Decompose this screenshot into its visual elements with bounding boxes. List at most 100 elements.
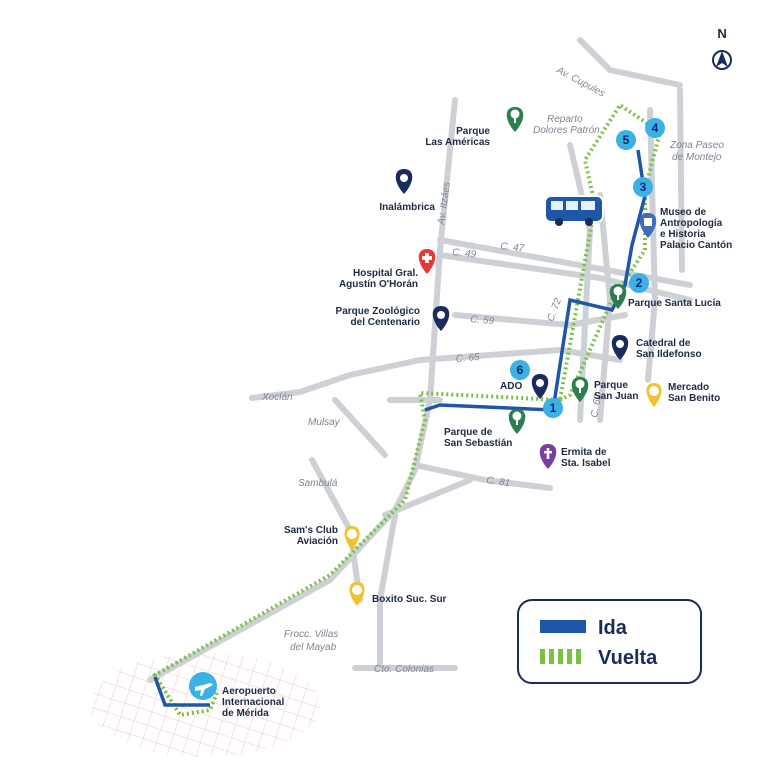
street-label-c81: C. 81	[486, 475, 511, 489]
street-label-mulsay: Mulsay	[308, 417, 341, 428]
north-label: N	[717, 26, 726, 41]
poi-label-zoologico: Parque Zoológico	[336, 306, 420, 317]
poi-label-catedral: San Ildefonso	[636, 349, 702, 360]
street-label-fracc-2: del Mayab	[290, 642, 337, 653]
poi-santa-lucia: Parque Santa Lucía	[609, 284, 721, 309]
poi-label-las-americas: Parque	[456, 126, 490, 137]
map-pin-icon	[531, 374, 549, 399]
stop-marker	[645, 118, 665, 138]
road-c62	[597, 192, 613, 423]
street-label-c72: C. 72	[545, 296, 564, 323]
street-label-c62: C. 62	[589, 393, 604, 419]
stop-number: 5	[623, 133, 630, 147]
street-label-dolores: Dolores Patrón	[533, 125, 600, 136]
poi-label-sams: Aviación	[297, 536, 338, 547]
north-arrow-icon	[712, 50, 732, 70]
poi-boxito: Boxito Suc. Sur	[349, 582, 447, 606]
road-itzaes	[147, 97, 458, 683]
tree-pin-icon	[508, 409, 526, 434]
stop-number: 3	[640, 180, 647, 194]
poi-label-hospital: Agustín O'Horán	[339, 279, 418, 290]
poi-label-las-americas: Las Américas	[425, 137, 490, 148]
road-east	[645, 107, 658, 383]
poi-label-museo: Palacio Cantón	[660, 240, 732, 251]
bus-icon	[544, 195, 604, 226]
poi-inalambrica: Inalámbrica	[379, 169, 435, 213]
poi-label-san-benito: Mercado	[668, 382, 709, 393]
stop-number: 1	[550, 401, 557, 415]
legend: Ida Vuelta	[517, 599, 702, 684]
map-pin-icon	[611, 335, 629, 360]
route-stop-6: 6	[510, 360, 530, 380]
map-pin-icon	[395, 169, 413, 194]
road-xoclan-c65	[249, 347, 623, 401]
poi-label-ado: ADO	[500, 381, 522, 392]
poi-label-inalambrica: Inalámbrica	[379, 202, 435, 213]
road-c49	[437, 252, 693, 303]
street-label-c65: C. 65	[455, 352, 480, 365]
road-c47	[437, 237, 693, 288]
route-stop-3: 3	[633, 177, 653, 197]
street-label-av-itzaes: Av. Itzáes	[436, 181, 453, 226]
poi-label-sams: Sam's Club	[284, 525, 338, 536]
legend-vuelta-swatch	[540, 649, 581, 664]
poi-label-ermita: Ermita de	[561, 447, 607, 458]
legend-vuelta-label: Vuelta	[598, 647, 658, 669]
bell-pin-icon	[349, 582, 365, 606]
bell-pin-icon	[646, 383, 662, 407]
poi-label-zoologico: del Centenario	[351, 317, 420, 328]
poi-label-hospital: Hospital Gral.	[353, 268, 418, 279]
poi-label-san-sebastian: Parque de	[444, 427, 493, 438]
poi-label-santa-lucia: Parque Santa Lucía	[628, 298, 721, 309]
stop-number: 2	[636, 276, 643, 290]
stop-marker	[510, 360, 530, 380]
road-c81-west	[382, 477, 473, 518]
street-label-xoclan: Xoclán	[261, 392, 293, 403]
street-label-reparto: Reparto	[547, 114, 583, 125]
legend-ida-swatch	[540, 620, 586, 633]
poi-label-museo: Antropología	[660, 218, 723, 229]
street-label-fracc-1: Frocc. Villas	[284, 629, 338, 640]
map-pin-icon	[432, 306, 450, 331]
poi-label-catedral: Catedral de	[636, 338, 691, 349]
road-far-east	[677, 87, 685, 273]
route-stop-5: 5	[616, 130, 636, 150]
poi-label-boxito: Boxito Suc. Sur	[372, 594, 447, 605]
street-label-sambula: Sambulá	[298, 478, 338, 489]
tree-pin-icon	[506, 107, 524, 132]
stop-number: 4	[652, 121, 659, 135]
poi-hospital: Hospital Gral.Agustín O'Horán	[339, 249, 436, 290]
stop-marker	[543, 398, 563, 418]
poi-label-museo: e Historia	[660, 229, 706, 240]
poi-ado: ADO	[500, 374, 549, 399]
route-stop-4: 4	[645, 118, 665, 138]
tree-pin-icon	[571, 377, 589, 402]
poi-label-aeropuerto: Internacional	[222, 697, 284, 708]
hospital-cross-icon	[418, 249, 436, 274]
airplane-icon	[189, 672, 217, 700]
poi-label-museo: Museo de	[660, 207, 707, 218]
poi-label-san-juan: San Juan	[594, 391, 638, 402]
route-stop-1: 1	[543, 398, 563, 418]
museum-pin-icon	[639, 213, 657, 238]
road-south	[377, 512, 398, 671]
stop-marker	[633, 177, 653, 197]
poi-label-san-sebastian: San Sebastián	[444, 438, 512, 449]
poi-label-san-juan: Parque	[594, 380, 628, 391]
poi-label-ermita: Sta. Isabel	[561, 458, 611, 469]
road-c81	[412, 462, 553, 491]
poi-label-aeropuerto: Aeropuerto	[222, 686, 276, 697]
stop-marker	[629, 273, 649, 293]
street-label-c59: C. 59	[470, 314, 495, 327]
street-label-av-cupules: Av. Cupules	[554, 64, 607, 99]
